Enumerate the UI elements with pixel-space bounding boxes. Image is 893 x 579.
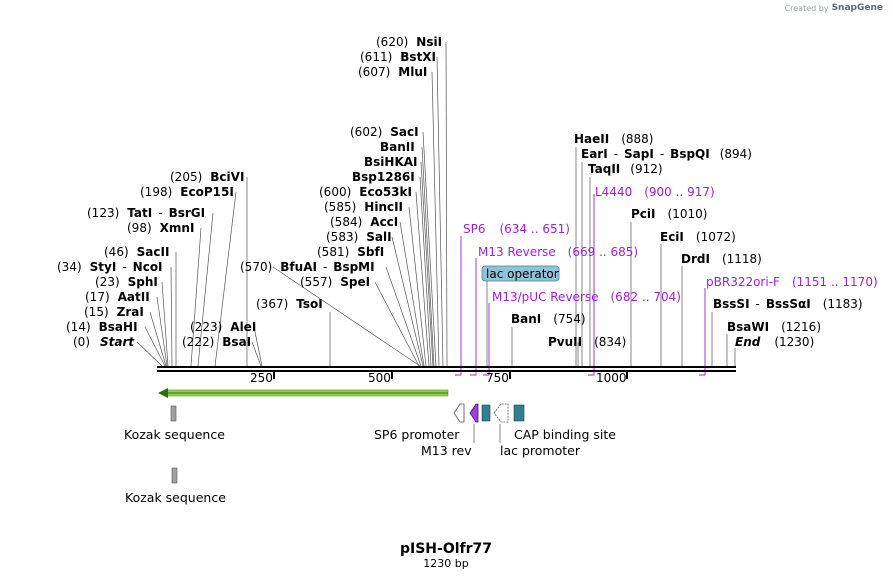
kozak-label-2: Kozak sequence	[125, 490, 226, 505]
enzyme-label: (585)HincII	[324, 200, 403, 214]
enzyme-label: HaeII(888)	[574, 132, 654, 146]
enzyme-label: (223)AleI	[190, 320, 256, 334]
enzyme-label: BssSI-BssSαI(1183)	[713, 297, 863, 311]
enzyme-label: End(1230)	[735, 335, 814, 349]
enzyme-label: (607)MluI	[358, 65, 427, 79]
enzyme-label: (198)EcoP15I	[140, 185, 234, 199]
snapgene-logo: SnapGene	[831, 3, 883, 13]
orf-arrow	[158, 388, 449, 398]
enzyme-label: (123)TatI-BsrGI	[87, 206, 205, 220]
primer-label-sp6: SP6(634 .. 651)	[463, 222, 570, 236]
enzyme-label: PvuII(834)	[548, 335, 626, 349]
kozak-label-1: Kozak sequence	[124, 427, 225, 442]
plasmid-length: 1230 bp	[423, 557, 468, 570]
enzyme-label: (23)SphI	[95, 275, 158, 289]
kozak-feature-2	[171, 467, 178, 484]
primer-label-l4440: L4440(900 .. 917)	[595, 185, 715, 199]
leader-lines-right	[511, 147, 736, 366]
enzyme-label: (222)BsaI	[182, 335, 251, 349]
enzyme-label: BanI(754)	[511, 312, 586, 326]
enzyme-label: (98)XmnI	[127, 221, 194, 235]
enzyme-labels-left: (0)Start (14)BsaHI (15)ZraI (17)AatII (2…	[57, 35, 442, 349]
credit-text: Created by	[784, 3, 829, 13]
primer-label-pbr322ori: pBR322ori-F(1151 .. 1170)	[706, 275, 878, 289]
enzyme-label: DrdI(1118)	[681, 252, 762, 266]
feature-leaders	[473, 424, 501, 443]
enzyme-label: (46)SacII	[104, 245, 169, 259]
primer-label-m13-puc-reverse: M13/pUC Reverse(682 .. 704)	[492, 290, 681, 304]
enzyme-label: (17)AatII	[85, 290, 150, 304]
lac-promoter-feature	[493, 403, 509, 423]
enzyme-label: Bsp1286I	[352, 170, 415, 184]
kozak-feature-1	[170, 405, 177, 422]
enzyme-label: EciI(1072)	[660, 230, 736, 244]
enzyme-label: (581)SbfI	[317, 245, 384, 259]
enzyme-label: (584)AccI	[330, 215, 398, 229]
enzyme-label: (34)StyI-NcoI	[57, 260, 163, 274]
lac-operator-label: lac operator	[486, 267, 559, 281]
lac-operator-badge: lac operator	[481, 265, 560, 282]
cap-binding-label: CAP binding site	[514, 427, 616, 442]
credit: Created by SnapGene	[785, 3, 883, 13]
enzyme-label: BsiHKAI	[364, 155, 418, 169]
enzyme-label: PciI(1010)	[631, 207, 707, 221]
enzyme-label: (367)TsoI	[256, 297, 323, 311]
tick-1000: 1000	[596, 371, 627, 385]
enzyme-label: (611)BstXI	[360, 50, 436, 64]
enzyme-label: (557)SpeI	[300, 275, 370, 289]
tick-500: 500	[368, 371, 391, 385]
enzyme-label: (0)Start	[73, 335, 135, 349]
enzyme-label: (583)SalI	[326, 230, 392, 244]
enzyme-label: (15)ZraI	[84, 305, 144, 319]
scale-ticks	[273, 372, 628, 379]
enzyme-labels-right: BanI(754) PvuII(834) HaeII(888) EarI-Sap…	[511, 132, 863, 349]
tick-250: 250	[250, 371, 273, 385]
primer-leaders	[455, 194, 706, 376]
enzyme-label: TaqII(912)	[588, 162, 663, 176]
sp6-promoter-label: SP6 promoter	[374, 427, 460, 442]
primer-label-m13-reverse: M13 Reverse(669 .. 685)	[478, 245, 638, 259]
enzyme-label: EarI-SapI-BspQI(894)	[581, 147, 752, 161]
lac-operator-feature	[481, 404, 491, 422]
sp6-promoter-feature	[453, 403, 465, 423]
lac-promoter-label: lac promoter	[500, 443, 581, 458]
m13-rev-feature	[469, 403, 479, 423]
plasmid-name: pISH-Olfr77	[400, 541, 492, 557]
enzyme-label: (14)BsaHI	[66, 320, 138, 334]
primer-labels: SP6(634 .. 651) M13 Reverse(669 .. 685) …	[463, 185, 878, 304]
m13-rev-label: M13 rev	[421, 443, 472, 458]
enzyme-label: (620)NsiI	[376, 35, 442, 49]
enzyme-label: (602)SacI	[350, 125, 419, 139]
enzyme-label: BsaWI(1216)	[727, 320, 821, 334]
enzyme-label: (600)Eco53kI	[319, 185, 412, 199]
cap-binding-feature	[513, 404, 525, 422]
enzyme-label: BanII	[380, 140, 415, 154]
leader-lines-left	[136, 41, 448, 367]
enzyme-label: (570)BfuAI-BspMI	[240, 260, 375, 274]
tick-750: 750	[486, 371, 509, 385]
enzyme-label: (205)BciVI	[170, 170, 244, 184]
backbone	[157, 366, 736, 372]
